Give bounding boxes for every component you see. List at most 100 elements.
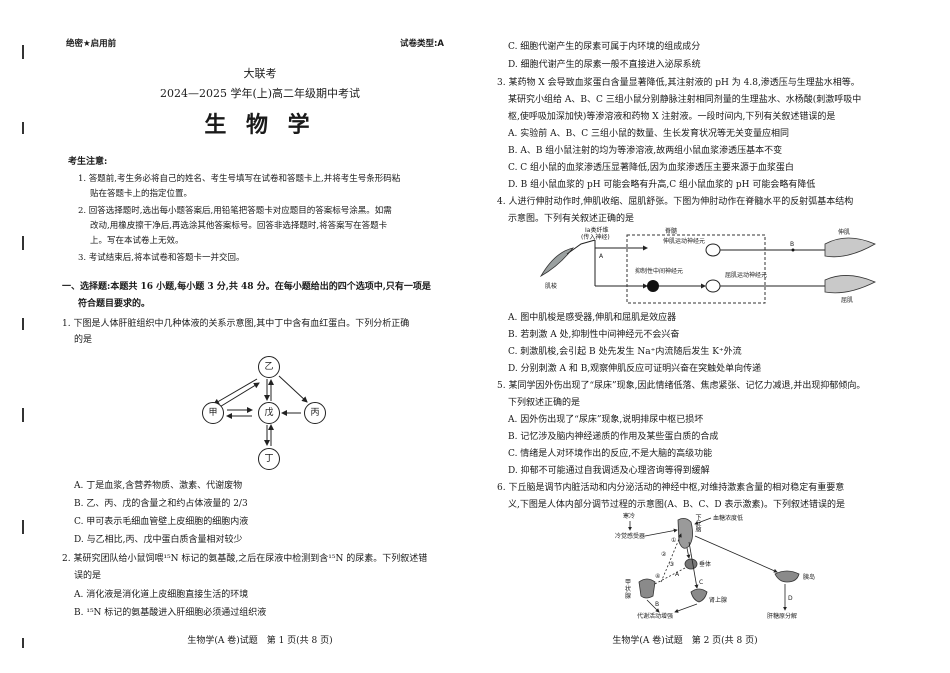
node-jia: 甲 [202,402,224,424]
margin-mark [22,408,24,422]
page-footer: 生物学(A 卷)试题 第 2 页(共 8 页) [612,636,758,646]
thyroid-to-metabolism [646,599,660,613]
label-glycogen: 肝糖原分解 [767,613,798,620]
label-hormone-b: B [655,601,660,608]
glucose-to-hypothalamus [694,517,712,525]
question-1-stem: 1. 下图是人体肝脏组织中几种体液的关系示意图,其中丁中含有血红蛋白。下列分析正… [62,319,410,329]
exam-title: 2024—2025 学年(上)高二年级期中考试 [159,87,361,100]
label-hormone-d: D [788,595,793,602]
label-circle-4: ④ [655,573,661,580]
body-fluid-diagram: 乙 甲 戊 丙 丁 [190,352,340,477]
q5-option-a: A. 因外伤出现了“尿床”现象,说明排尿中枢已损坏 [508,415,704,425]
label-adrenal: 肾上腺 [709,597,728,604]
label-circle-1: ① [671,537,677,544]
margin-mark [22,45,24,59]
node-yi: 乙 [258,356,280,378]
section1-heading: 一、选择题:本题共 16 小题,每小题 3 分,共 48 分。在每小题给出的四个… [62,282,431,292]
flexor-neuron-body [705,279,721,293]
extensor-neuron-body [705,243,721,257]
notice-line: 1. 答题前,考生务必将自己的姓名、考生号填写在试卷和答题卡上,并将考生号条形码… [78,174,401,184]
q2-option-d: D. 细胞代谢产生的尿素一般不直接进入泌尿系统 [508,60,701,70]
margin-mark [22,638,24,648]
label-metabolism: 代谢活动增强 [637,613,674,620]
hormone-regulation-lines [628,517,800,613]
label-extensor-motor: 伸肌运动神经元 [663,238,706,245]
extensor-muscle-shape [824,237,876,258]
arrow-yi-to-bing [278,375,308,403]
label-point-b: B [790,241,795,248]
reflex-arc-lines [539,234,876,304]
q3-option-b: B. A、B 组小鼠注射的均为等渗溶液,故两组小鼠血浆渗透压基本不变 [508,146,783,156]
muscle-spindle-shape [539,247,574,278]
question-3-stem-cont: 某研究小组给 A、B、C 三组小鼠分别静脉注射相同剂量的生理盐水、水杨酸(刺激呼… [508,95,862,105]
hormone-regulation-diagram: 寒冷 冷觉感受器 下丘脑 血糖浓度低 垂体 甲 状 腺 肾上腺 胰岛 代谢活动增… [615,512,845,624]
label-spinal-cord: 脊髓 [665,228,678,235]
label-afferent: (传入神经) [581,234,610,241]
question-3-stem-cont: 枢,使呼吸加深加快)等渗溶液和药物 X 注射液。一段时间内,下列有关叙述错误的是 [508,112,836,122]
question-5-stem-cont: 下列叙述正确的是 [508,398,581,408]
q3-option-c: C. C 组小鼠的血浆渗透压显著降低,因为血浆渗透压主要来源于血浆蛋白 [508,163,794,173]
diagram-arrows [213,375,308,446]
q1-option-c: C. 甲可表示毛细血管壁上皮细胞的细胞内液 [74,517,249,527]
label-spindle: 肌梭 [545,283,558,290]
label-fiber: Ia类纤维 [585,227,609,234]
label-glucose-low: 血糖浓度低 [713,515,744,522]
left-page: 绝密★启用前 试卷类型:A 大联考 2024—2025 学年(上)高二年级期中考… [22,39,444,648]
page-footer: 生物学(A 卷)试题 第 1 页(共 8 页) [187,636,333,646]
question-6-stem-cont: 义,下图是人体内部分调节过程的示意图(A、B、C、D 表示激素)。下列叙述错误的… [508,500,845,510]
q3-option-a: A. 实验前 A、B、C 三组小鼠的数量、生长发育状况等无关变量应相同 [508,129,789,139]
reflex-arc-diagram: Ia类纤维 (传入神经) 脊髓 伸肌运动神经元 抑制性中间神经元 屈肌运动神经元… [535,226,885,311]
question-2-stem: 2. 某研究团队给小鼠饲喂¹⁵N 标记的氨基酸,之后在尿液中检测到含¹⁵N 的尿… [62,554,428,564]
label-extensor: 伸肌 [838,229,851,236]
question-3-stem: 3. 某药物 X 会导致血浆蛋白含量显著降低,其注射液的 pH 为 4.8,渗透… [497,78,860,88]
label-inhibitory: 抑制性中间神经元 [635,268,684,275]
node-ding: 丁 [258,448,280,470]
arrow-yi-to-jia [213,378,258,405]
q2-option-c: C. 细胞代谢产生的尿素可属于内环境的组成成分 [508,42,701,52]
question-6-stem: 6. 下丘脑是调节内脏活动和内分泌活动的神经中枢,对维持激素含量的相对稳定有重要… [497,483,845,493]
hypothalamus-to-pancreas [694,535,778,573]
hypothalamus-to-pituitary [686,547,691,559]
notice-title: 考生注意: [68,157,108,167]
question-1-stem-cont: 的是 [74,335,93,345]
q4-option-c: C. 刺激肌梭,会引起 B 处先发生 Na⁺内流随后发生 K⁺外流 [508,347,742,357]
point-b-dot [791,248,795,252]
label-flexor: 屈肌 [841,297,854,304]
margin-mark [22,520,24,534]
label-cold: 寒冷 [623,513,636,520]
hypothalamus-to-adrenal [688,541,699,589]
right-page: C. 细胞代谢产生的尿素可属于内环境的组成成分 D. 细胞代谢产生的尿素一般不直… [475,0,950,673]
pancreas-shape [774,570,800,583]
pituitary-to-thyroid [650,567,686,587]
label-pituitary: 垂体 [699,561,712,568]
receptor-to-hypothalamus [644,528,678,537]
question-4-stem-cont: 示意图。下列有关叙述正确的是 [508,214,635,224]
afferent-fiber [566,239,596,255]
adrenal-shape [690,588,708,603]
question-5-stem: 5. 某同学因外伤出现了“尿床”现象,因此情绪低落、焦虑紧张、记忆力减退,并出现… [497,381,866,391]
feedback-line [660,533,682,583]
arrow-jia-to-yi [217,382,260,409]
inhibitory-neuron-body [647,280,659,292]
q4-option-b: B. 若刺激 A 处,抑制性中间神经元不会兴奋 [508,330,680,340]
q4-option-a: A. 图中肌梭是感受器,伸肌和屈肌是效应器 [508,313,677,323]
label-thyroid-2: 状 [625,586,632,593]
notice-line: 3. 考试结束后,将本试卷和答题卡一并交回。 [78,253,245,263]
q1-option-d: D. 与乙相比,丙、戊中蛋白质含量相对较少 [74,535,243,545]
thyroid-shape [638,578,656,599]
adrenal-to-metabolism [674,603,698,613]
q5-option-b: B. 记忆涉及脑内神经递质的作用及某些蛋白质的合成 [508,432,719,442]
label-hormone-a: A [675,571,680,578]
label-hypothalamus: 下丘脑 [694,514,701,532]
label-circle-2: ② [661,551,667,558]
label-circle-3: ③ [669,561,675,568]
notice-line: 上。写在本试卷上无效。 [90,236,184,246]
q1-option-b: B. 乙、丙、戊的含量之和约占体液量的 2/3 [74,499,248,509]
q4-option-d: D. 分别刺激 A 和 B,观察伸肌反应可证明兴奋在突触处单向传递 [508,364,762,374]
confidential-mark: 绝密★启用前 [66,39,117,49]
notice-line: 改动,用橡皮擦干净后,再选涂其他答案标号。回答非选择题时,将答案写在答题卡 [90,221,388,231]
q5-option-d: D. 抑郁不可能通过自我调适及心理咨询等得到缓解 [508,466,710,476]
paper-type: 试卷类型:A [400,39,444,49]
hypothalamus-shape [677,518,693,549]
question-4-stem: 4. 人进行伸肘动作时,伸肌收缩、屈肌舒张。下图为伸肘动作在脊髓水平的反射弧基本… [497,197,854,207]
